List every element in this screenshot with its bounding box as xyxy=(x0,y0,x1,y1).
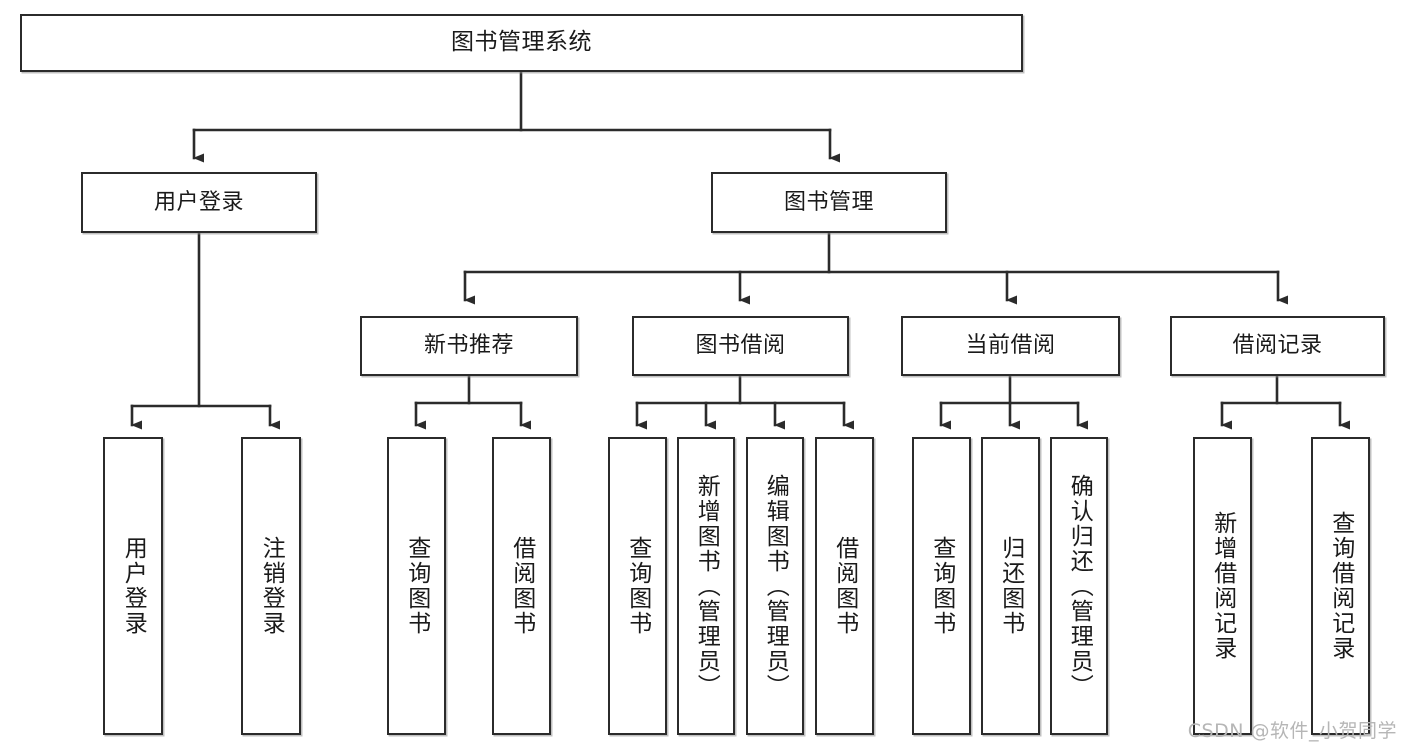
node-user-login[interactable]: 用户登录 xyxy=(81,172,317,233)
node-leaf-borrow-book-2-label: 借阅图书 xyxy=(831,536,858,636)
node-leaf-query-record-label: 查询借阅记录 xyxy=(1327,511,1354,661)
node-leaf-borrow-book-2[interactable]: 借阅图书 xyxy=(815,437,874,735)
node-borrow-record[interactable]: 借阅记录 xyxy=(1170,316,1385,376)
node-user-login-label: 用户登录 xyxy=(153,189,244,215)
node-leaf-confirm-return-label: 确认归还（管理员） xyxy=(1066,473,1093,699)
node-leaf-query-book-1-label: 查询图书 xyxy=(403,536,430,636)
node-leaf-query-record[interactable]: 查询借阅记录 xyxy=(1311,437,1370,735)
node-root[interactable]: 图书管理系统 xyxy=(20,14,1023,72)
node-leaf-borrow-book-1[interactable]: 借阅图书 xyxy=(492,437,551,735)
node-leaf-user-login-label: 用户登录 xyxy=(120,536,147,636)
node-leaf-query-book-3-label: 查询图书 xyxy=(928,536,955,636)
node-leaf-query-book-2[interactable]: 查询图书 xyxy=(608,437,667,735)
node-leaf-query-book-3[interactable]: 查询图书 xyxy=(912,437,971,735)
node-leaf-query-book-1[interactable]: 查询图书 xyxy=(387,437,446,735)
node-current-borrow-label: 当前借阅 xyxy=(965,333,1056,359)
node-book-manage-label: 图书管理 xyxy=(783,189,874,215)
node-book-borrow[interactable]: 图书借阅 xyxy=(632,316,849,376)
node-leaf-user-login[interactable]: 用户登录 xyxy=(103,437,163,735)
node-root-label: 图书管理系统 xyxy=(451,29,592,56)
node-leaf-confirm-return[interactable]: 确认归还（管理员） xyxy=(1050,437,1108,735)
node-book-borrow-label: 图书借阅 xyxy=(695,333,786,359)
node-leaf-edit-book[interactable]: 编辑图书（管理员） xyxy=(746,437,804,735)
node-new-book-rec-label: 新书推荐 xyxy=(423,333,514,359)
node-leaf-query-book-2-label: 查询图书 xyxy=(624,536,651,636)
csdn-watermark: CSDN @软件_小贺同学 xyxy=(1187,720,1397,742)
node-leaf-add-record-label: 新增借阅记录 xyxy=(1209,511,1236,661)
node-leaf-borrow-book-1-label: 借阅图书 xyxy=(508,536,535,636)
node-leaf-logout-label: 注销登录 xyxy=(258,536,285,636)
node-new-book-rec[interactable]: 新书推荐 xyxy=(360,316,578,376)
node-leaf-logout[interactable]: 注销登录 xyxy=(241,437,301,735)
node-leaf-return-book[interactable]: 归还图书 xyxy=(981,437,1040,735)
node-book-manage[interactable]: 图书管理 xyxy=(711,172,947,233)
node-leaf-add-book[interactable]: 新增图书（管理员） xyxy=(677,437,735,735)
node-leaf-add-record[interactable]: 新增借阅记录 xyxy=(1193,437,1252,735)
node-leaf-return-book-label: 归还图书 xyxy=(997,536,1024,636)
node-borrow-record-label: 借阅记录 xyxy=(1232,333,1323,359)
node-leaf-add-book-label: 新增图书（管理员） xyxy=(693,473,720,699)
node-leaf-edit-book-label: 编辑图书（管理员） xyxy=(762,473,789,699)
node-current-borrow[interactable]: 当前借阅 xyxy=(901,316,1120,376)
